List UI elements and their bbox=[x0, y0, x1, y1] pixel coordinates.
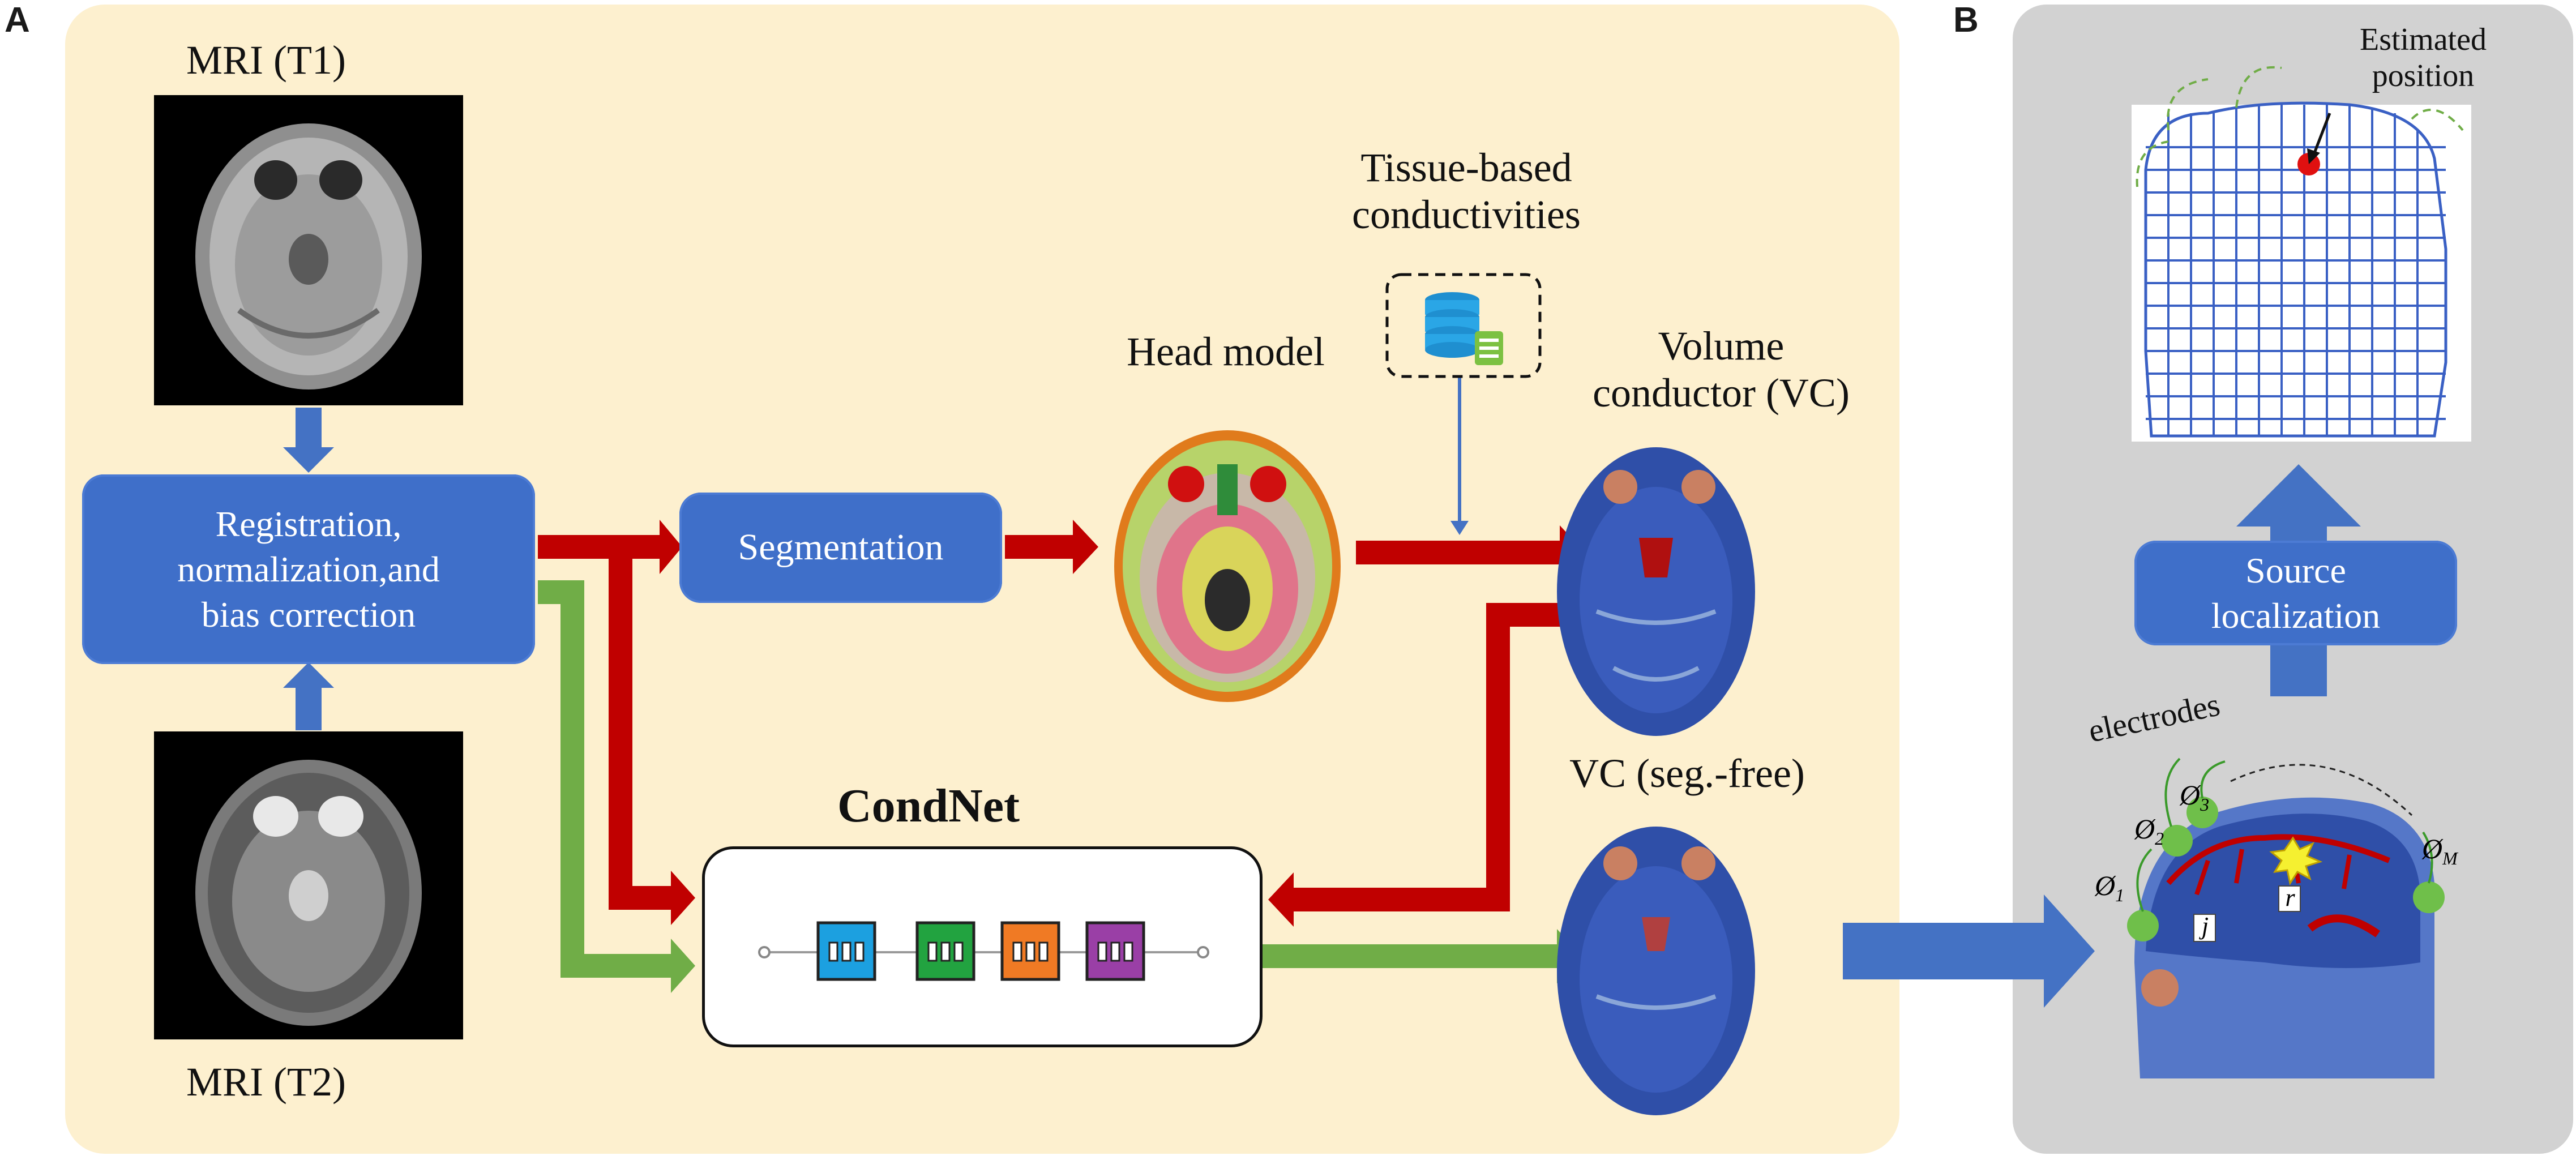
volume-line-2: conductor (VC) bbox=[1593, 370, 1850, 416]
volume-conductor-image bbox=[1557, 447, 1755, 736]
condnet-pipeline bbox=[758, 921, 1209, 981]
phi-symbol: Ø bbox=[2180, 779, 2201, 811]
registration-box: Registration, normalization,and bias cor… bbox=[82, 474, 535, 664]
database-icon bbox=[1385, 273, 1542, 378]
condnet-block-purple bbox=[1085, 921, 1145, 981]
phi-subscript: M bbox=[2442, 848, 2458, 868]
head-model-image bbox=[1114, 430, 1341, 702]
estimated-line-1: Estimated bbox=[2360, 22, 2487, 57]
green-arrows bbox=[538, 580, 1582, 993]
arrow-t1-to-registration bbox=[283, 408, 334, 473]
arrow-up-to-estimate bbox=[2236, 464, 2361, 696]
electrode-2-label: Ø2 bbox=[2134, 812, 2164, 849]
registration-line-1: Registration, bbox=[215, 503, 402, 544]
mri-t2-image bbox=[154, 731, 463, 1039]
volume-conductor-label: Volume conductor (VC) bbox=[1580, 323, 1863, 417]
source-localization-box: Source localization bbox=[2134, 541, 2457, 645]
segmentation-box: Segmentation bbox=[679, 493, 1002, 603]
source-line-2: localization bbox=[2211, 595, 2381, 636]
registration-line-2: normalization,and bbox=[177, 549, 440, 589]
mri-t2-label: MRI (T2) bbox=[186, 1059, 346, 1105]
grid-lines bbox=[2146, 105, 2446, 436]
vc-seg-free-label: VC (seg.-free) bbox=[1569, 751, 1805, 796]
phi-subscript: 1 bbox=[2115, 885, 2125, 905]
spark-icon bbox=[2269, 836, 2323, 885]
phi-subscript: 3 bbox=[2200, 794, 2210, 815]
volume-line-1: Volume bbox=[1658, 323, 1785, 369]
tissue-conductivities-label: Tissue-based conductivities bbox=[1302, 144, 1631, 238]
mri-t1-image bbox=[154, 95, 463, 405]
electrode-1-label: Ø1 bbox=[2095, 869, 2124, 906]
electrode-m-label: ØM bbox=[2422, 832, 2458, 869]
estimated-position-label: Estimated position bbox=[2333, 22, 2514, 95]
estimated-line-2: position bbox=[2372, 58, 2475, 94]
arrow-t2-to-registration bbox=[283, 662, 334, 730]
mri-t1-label: MRI (T1) bbox=[186, 37, 346, 83]
registration-line-3: bias correction bbox=[201, 594, 416, 635]
arrow-vc-to-source bbox=[1843, 894, 2095, 1008]
vc-seg-free-image bbox=[1557, 827, 1755, 1115]
tissue-line-2: conductivities bbox=[1352, 191, 1581, 237]
phi-symbol: Ø bbox=[2422, 833, 2443, 864]
estimate-grid bbox=[2132, 66, 2471, 442]
head-model-label: Head model bbox=[1127, 329, 1325, 374]
source-line-1: Source bbox=[2245, 550, 2346, 590]
j-label: j bbox=[2201, 912, 2209, 940]
arrow-database-to-vc bbox=[1450, 376, 1469, 535]
panel-letter-b: B bbox=[1953, 1, 1979, 40]
panel-letter-a: A bbox=[5, 1, 30, 40]
red-arrows bbox=[538, 520, 1585, 927]
phi-subscript: 2 bbox=[2155, 828, 2164, 849]
dashed-arcs bbox=[2136, 66, 2464, 187]
electrode-3-label: Ø3 bbox=[2180, 778, 2209, 815]
r-label: r bbox=[2285, 884, 2295, 911]
phi-symbol: Ø bbox=[2095, 870, 2116, 901]
phi-symbol: Ø bbox=[2134, 813, 2155, 845]
tissue-line-1: Tissue-based bbox=[1360, 145, 1572, 190]
sagittal-brain-image bbox=[2127, 757, 2445, 1078]
condnet-title: CondNet bbox=[837, 780, 1020, 832]
condnet-box bbox=[702, 846, 1263, 1047]
